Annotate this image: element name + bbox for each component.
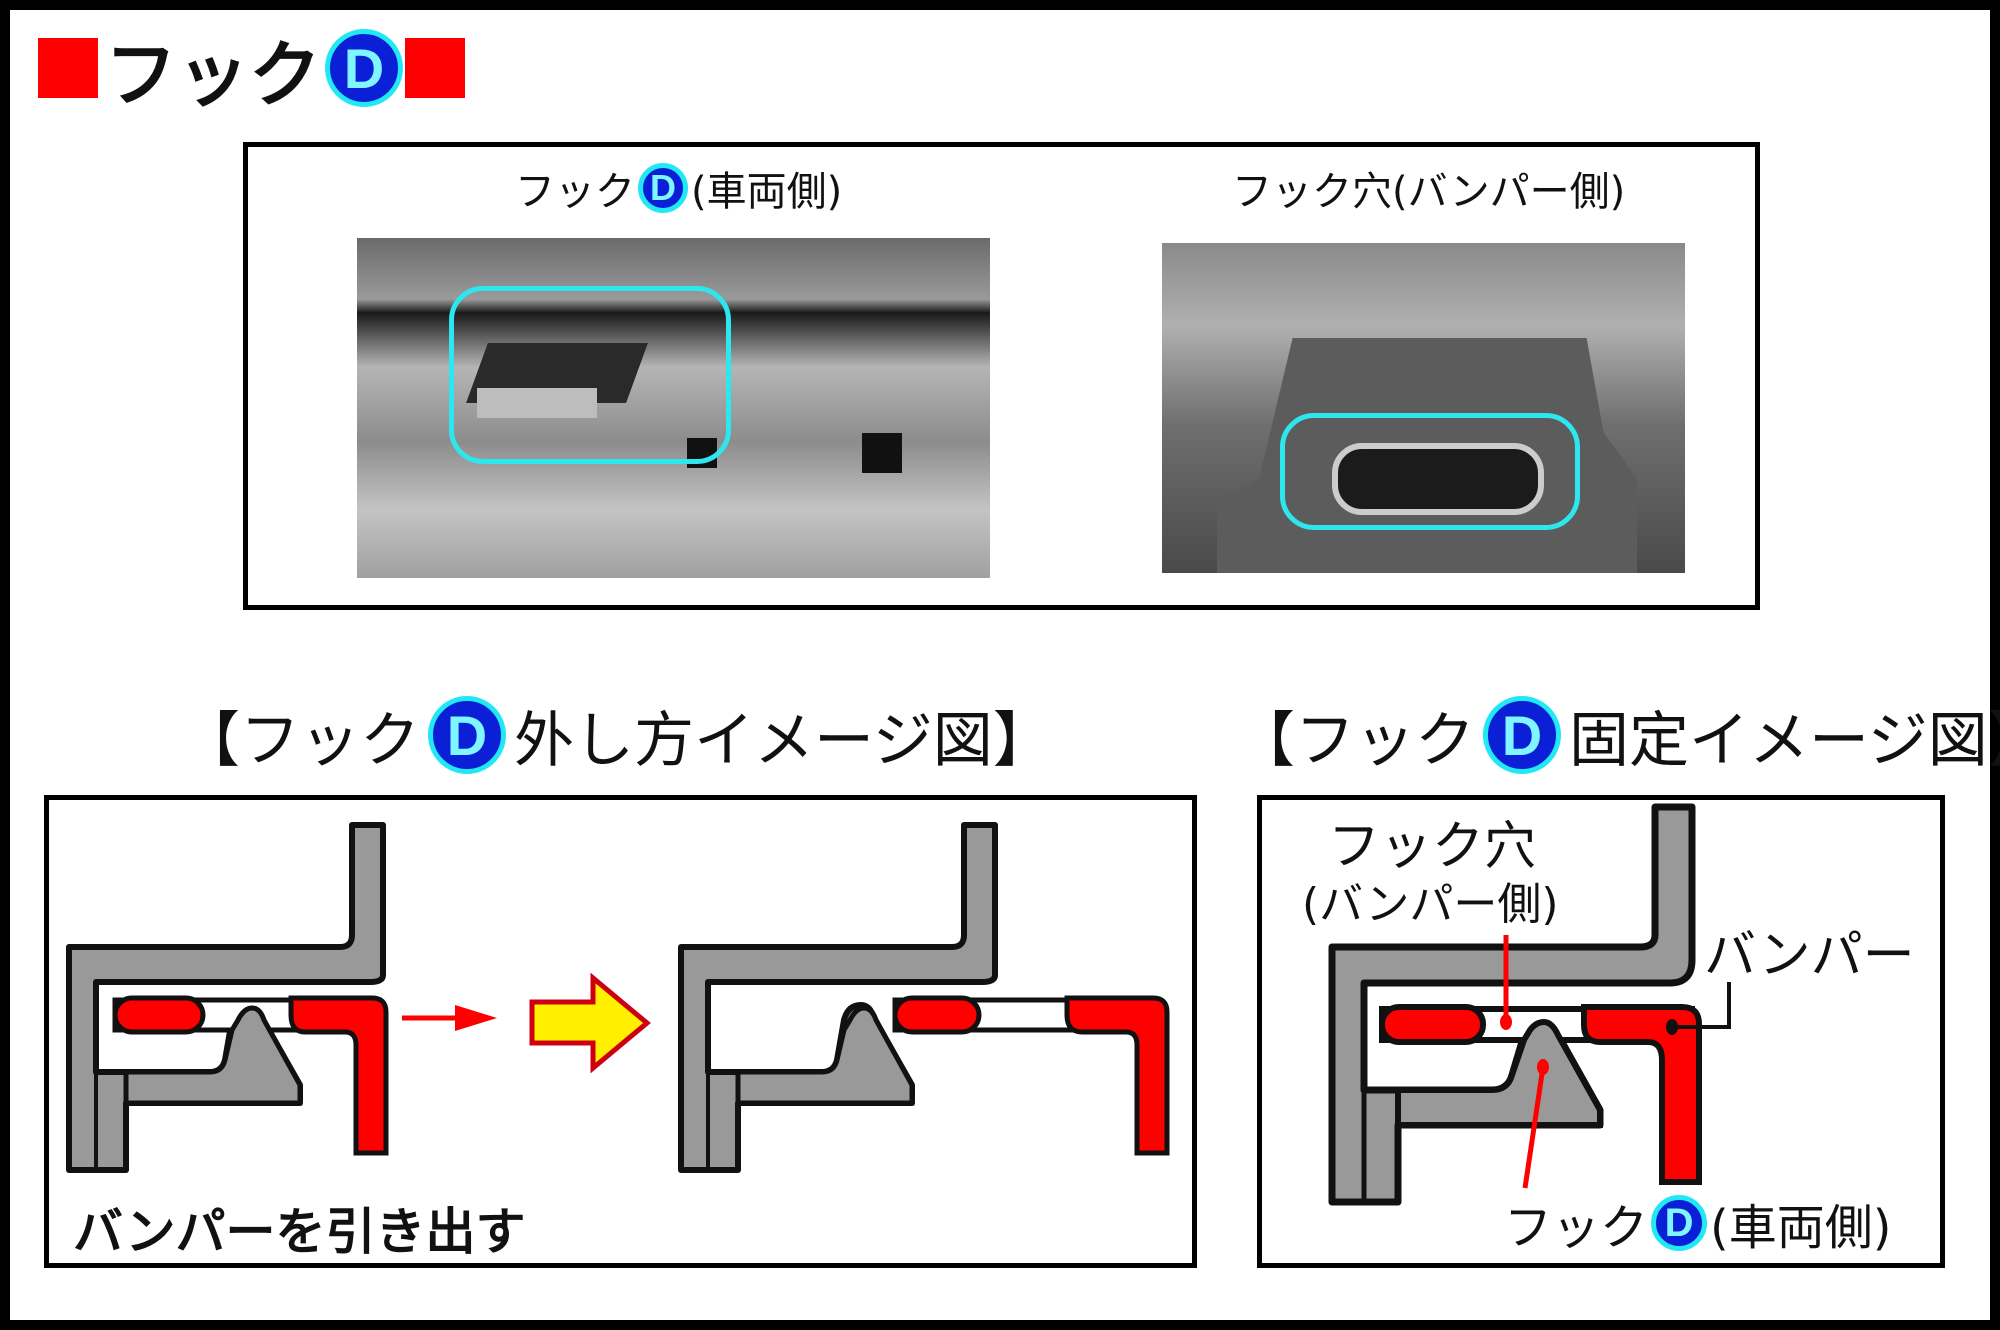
page-title: フック D — [105, 28, 404, 117]
title-text: フック — [105, 32, 322, 117]
hole-label: フック穴 — [1328, 816, 1537, 877]
hook-d-badge: D — [1483, 696, 1561, 774]
small-arrow-head — [455, 1005, 497, 1031]
hook-leader-line — [1522, 1066, 1546, 1189]
removal-heading: 【フック D 外し方イメージ図】 — [180, 695, 1053, 776]
highlight-outline — [449, 286, 731, 464]
fixing-heading: 【フック D 固定イメージ図】 — [1235, 695, 2000, 776]
highlight-outline — [1280, 413, 1580, 530]
fixing-diagram — [1328, 803, 1731, 1206]
label-text: フック — [1504, 1200, 1649, 1256]
photo-panel — [243, 142, 1760, 610]
removal-caption: バンパーを引き出す — [73, 1203, 526, 1261]
hook-d-badge: D — [428, 696, 506, 774]
hook-tab-face — [477, 388, 597, 418]
bumper-leader-line — [1672, 982, 1731, 1029]
hole-label-side: (バンパー側) — [1302, 879, 1559, 930]
removal-before-diagram — [69, 825, 497, 1170]
fixing-diagram-panel — [1257, 795, 1945, 1268]
photo-label-hook: フック D (車両側) — [515, 163, 842, 215]
hook-hole — [1332, 443, 1544, 515]
slot — [862, 433, 902, 473]
label-text: フック — [515, 169, 635, 215]
label-text: (車両側) — [1710, 1200, 1892, 1256]
red-square-marker — [405, 38, 465, 98]
yellow-arrow-icon — [529, 972, 651, 1074]
heading-text: 固定イメージ図】 — [1569, 705, 2000, 776]
removal-diagram-panel — [44, 795, 1197, 1268]
hook-d-badge: D — [638, 163, 688, 213]
red-square-marker — [38, 38, 98, 98]
hook-label: フック D (車両側) — [1504, 1195, 1891, 1256]
hook-photo — [357, 238, 990, 578]
hook-d-badge: D — [325, 29, 404, 107]
heading-text: 【フック — [180, 705, 420, 776]
photo-label-hook-hole: フック穴(バンパー側) — [1232, 169, 1626, 215]
hook-d-badge: D — [1651, 1195, 1708, 1251]
heading-text: 外し方イメージ図】 — [514, 705, 1053, 776]
hook-hole-photo — [1162, 243, 1685, 573]
removal-after-diagram — [681, 825, 1170, 1170]
label-text: (車両側) — [691, 169, 843, 215]
heading-text: 【フック — [1235, 705, 1475, 776]
bumper-label: バンパー — [1704, 925, 1915, 986]
